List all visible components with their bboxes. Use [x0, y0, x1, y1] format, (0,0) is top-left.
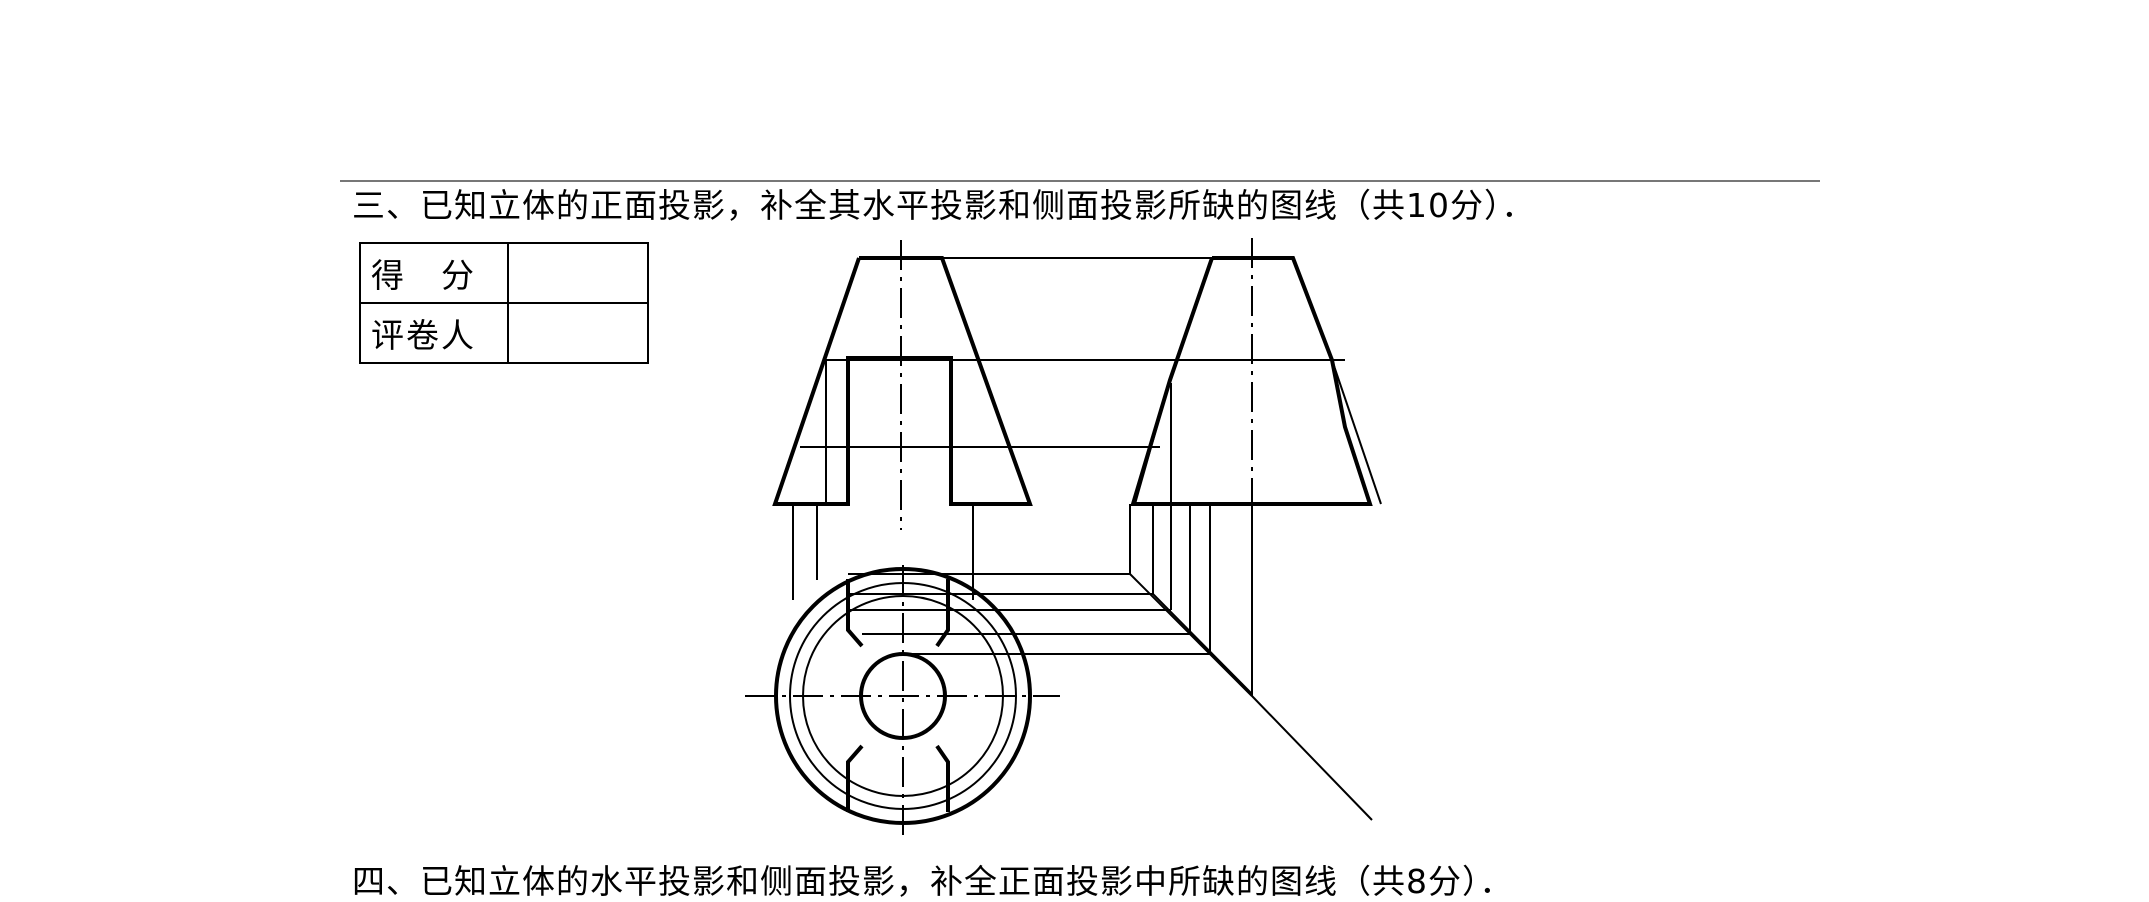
- miter-45-line: [1251, 695, 1373, 821]
- miter-diagonal: [1189, 633, 1253, 697]
- grader-label: 评卷人: [359, 302, 509, 364]
- question-3-text: 三、已知立体的正面投影，补全其水平投影和侧面投影所缺的图线（共10分）．: [352, 186, 1536, 225]
- question-4-text: 四、已知立体的水平投影和侧面投影，补全正面投影中所缺的图线（共8分）．: [352, 862, 1514, 901]
- score-value-cell[interactable]: [507, 242, 649, 304]
- top-view: [745, 565, 1060, 840]
- score-label: 得 分: [359, 242, 509, 304]
- side-view-edge-line: [1331, 359, 1382, 505]
- top-view-slot-upper: [846, 579, 950, 648]
- top-view-slot-lower: [846, 744, 950, 812]
- score-table: 得 分 评卷人: [359, 242, 649, 364]
- side-view-edge-line: [1134, 379, 1171, 505]
- score-row: 得 分: [359, 242, 649, 304]
- miter-diagonal: [1152, 593, 1253, 695]
- side-view: [1130, 238, 1382, 548]
- header-rule: [340, 180, 1820, 182]
- grader-value-cell[interactable]: [507, 302, 649, 364]
- projection-lines: [792, 257, 1373, 821]
- grader-row: 评卷人: [359, 302, 649, 364]
- front-view: [772, 240, 1327, 530]
- front-view-outline: [772, 256, 1033, 506]
